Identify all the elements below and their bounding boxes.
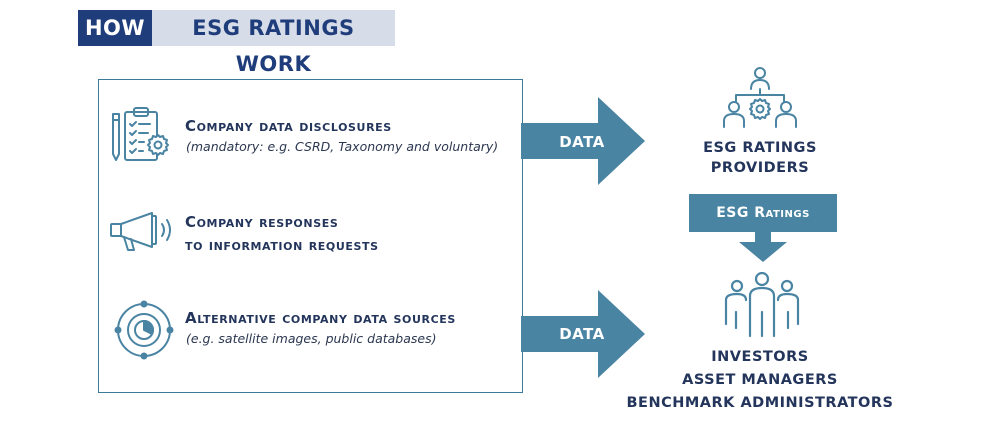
data-arrow-bottom-label: DATA — [559, 325, 605, 343]
data-arrow-bottom — [521, 290, 645, 378]
providers-label-line2: PROVIDERS — [710, 160, 810, 176]
page-title: ESG RATINGS WORK — [152, 10, 395, 76]
source-title-responses-line2: to information requests — [185, 236, 379, 254]
source-title-alternative: Alternative company data sources — [185, 309, 456, 327]
title-how: HOW — [78, 10, 152, 46]
users-label-benchmark: BENCHMARK ADMINISTRATORS — [626, 395, 894, 411]
clipboard-checklist-icon — [112, 107, 169, 161]
source-subtitle-disclosures: (mandatory: e.g. CSRD, Taxonomy and volu… — [186, 139, 499, 154]
team-gear-icon — [723, 67, 797, 128]
data-arrow-top-label: DATA — [559, 133, 605, 151]
esg-ratings-label: ESG Ratings — [716, 205, 810, 221]
users-label-asset-managers: ASSET MANAGERS — [682, 372, 838, 388]
esg-ratings-arrow — [689, 194, 837, 262]
source-title-responses-line1: Company responses — [185, 213, 339, 231]
data-arrow-top — [521, 97, 645, 185]
megaphone-icon — [110, 212, 171, 251]
source-title-disclosures: Company data disclosures — [185, 117, 392, 135]
data-sources-box — [98, 79, 523, 393]
group-people-icon — [724, 272, 800, 338]
users-label-investors: INVESTORS — [711, 349, 809, 365]
satellite-chart-icon — [114, 300, 174, 360]
source-subtitle-alternative: (e.g. satellite images, public databases… — [186, 331, 437, 346]
providers-label-line1: ESG RATINGS — [703, 140, 817, 156]
